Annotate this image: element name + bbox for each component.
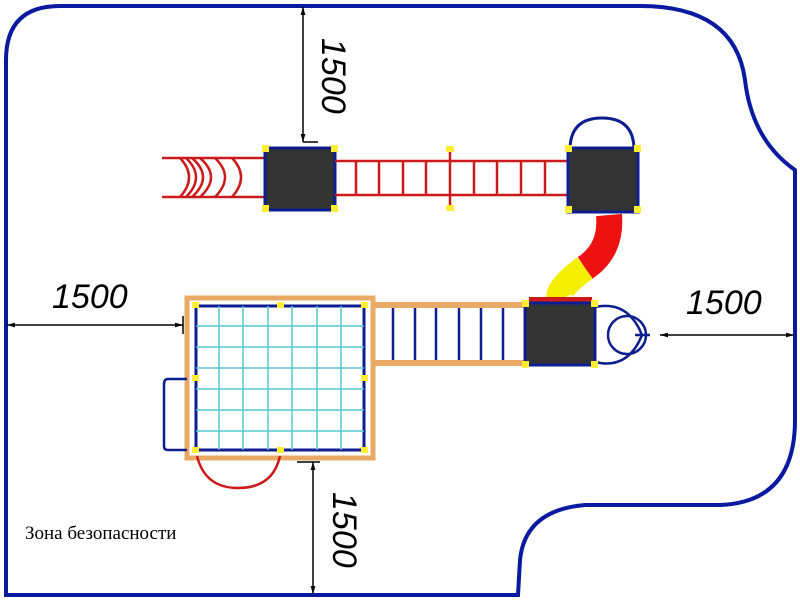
tower-lower bbox=[522, 297, 650, 368]
lower-bridge bbox=[373, 302, 525, 366]
tube-slide bbox=[546, 213, 623, 306]
tower-upper-left bbox=[262, 145, 338, 212]
dimension-left: 1500 bbox=[7, 278, 184, 334]
safety-zone-boundary bbox=[4, 4, 797, 597]
dimension-left-label: 1500 bbox=[52, 278, 128, 316]
dimension-right-label: 1500 bbox=[686, 284, 762, 322]
crawl-tunnel bbox=[162, 156, 265, 199]
dimension-top: 1500 bbox=[300, 7, 352, 143]
dimension-bottom: 1500 bbox=[297, 461, 363, 594]
side-handrail bbox=[162, 377, 187, 452]
red-arch bbox=[195, 455, 282, 490]
climbing-net bbox=[184, 295, 376, 461]
safety-zone-label: Зона безопасности bbox=[25, 523, 177, 544]
tower-upper-right bbox=[565, 116, 641, 214]
horizontal-ladder bbox=[335, 146, 568, 211]
dimension-right: 1500 bbox=[660, 284, 794, 338]
dimension-bottom-label: 1500 bbox=[325, 492, 363, 568]
dimension-top-label: 1500 bbox=[314, 38, 352, 114]
